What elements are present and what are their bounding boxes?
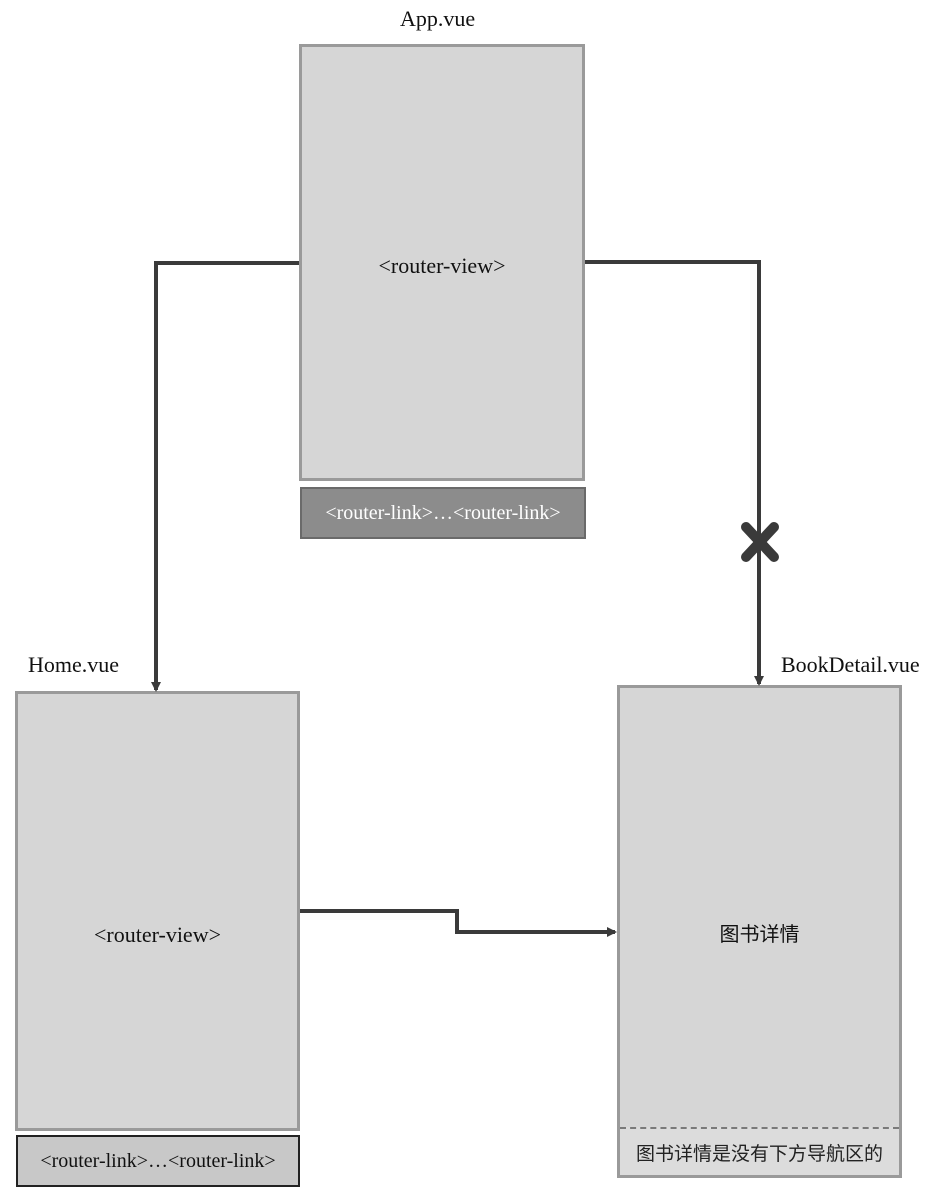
book-detail-vue-title: BookDetail.vue xyxy=(781,652,920,677)
home-router-link-bar: <router-link>…<router-link> xyxy=(16,1135,300,1187)
app-vue-title: App.vue xyxy=(400,6,476,31)
app-router-link-bar: <router-link>…<router-link> xyxy=(300,487,586,539)
book-detail-content-label: 图书详情 xyxy=(719,922,800,946)
home-router-view-label: <router-view> xyxy=(94,922,221,947)
book-detail-vue-box: 图书详情 xyxy=(617,685,902,1178)
app-vue-box: <router-view> xyxy=(299,44,585,481)
app-to-book-detail-connector xyxy=(585,260,764,686)
app-router-view-label: <router-view> xyxy=(378,253,506,278)
app-to-home-connector xyxy=(151,261,299,692)
home-vue-box: <router-view> xyxy=(15,691,300,1131)
home-to-book-detail-connector xyxy=(300,909,617,937)
book-detail-no-nav-note: 图书详情是没有下方导航区的 xyxy=(620,1127,899,1175)
cross-icon xyxy=(741,522,779,562)
home-vue-title: Home.vue xyxy=(28,652,120,677)
